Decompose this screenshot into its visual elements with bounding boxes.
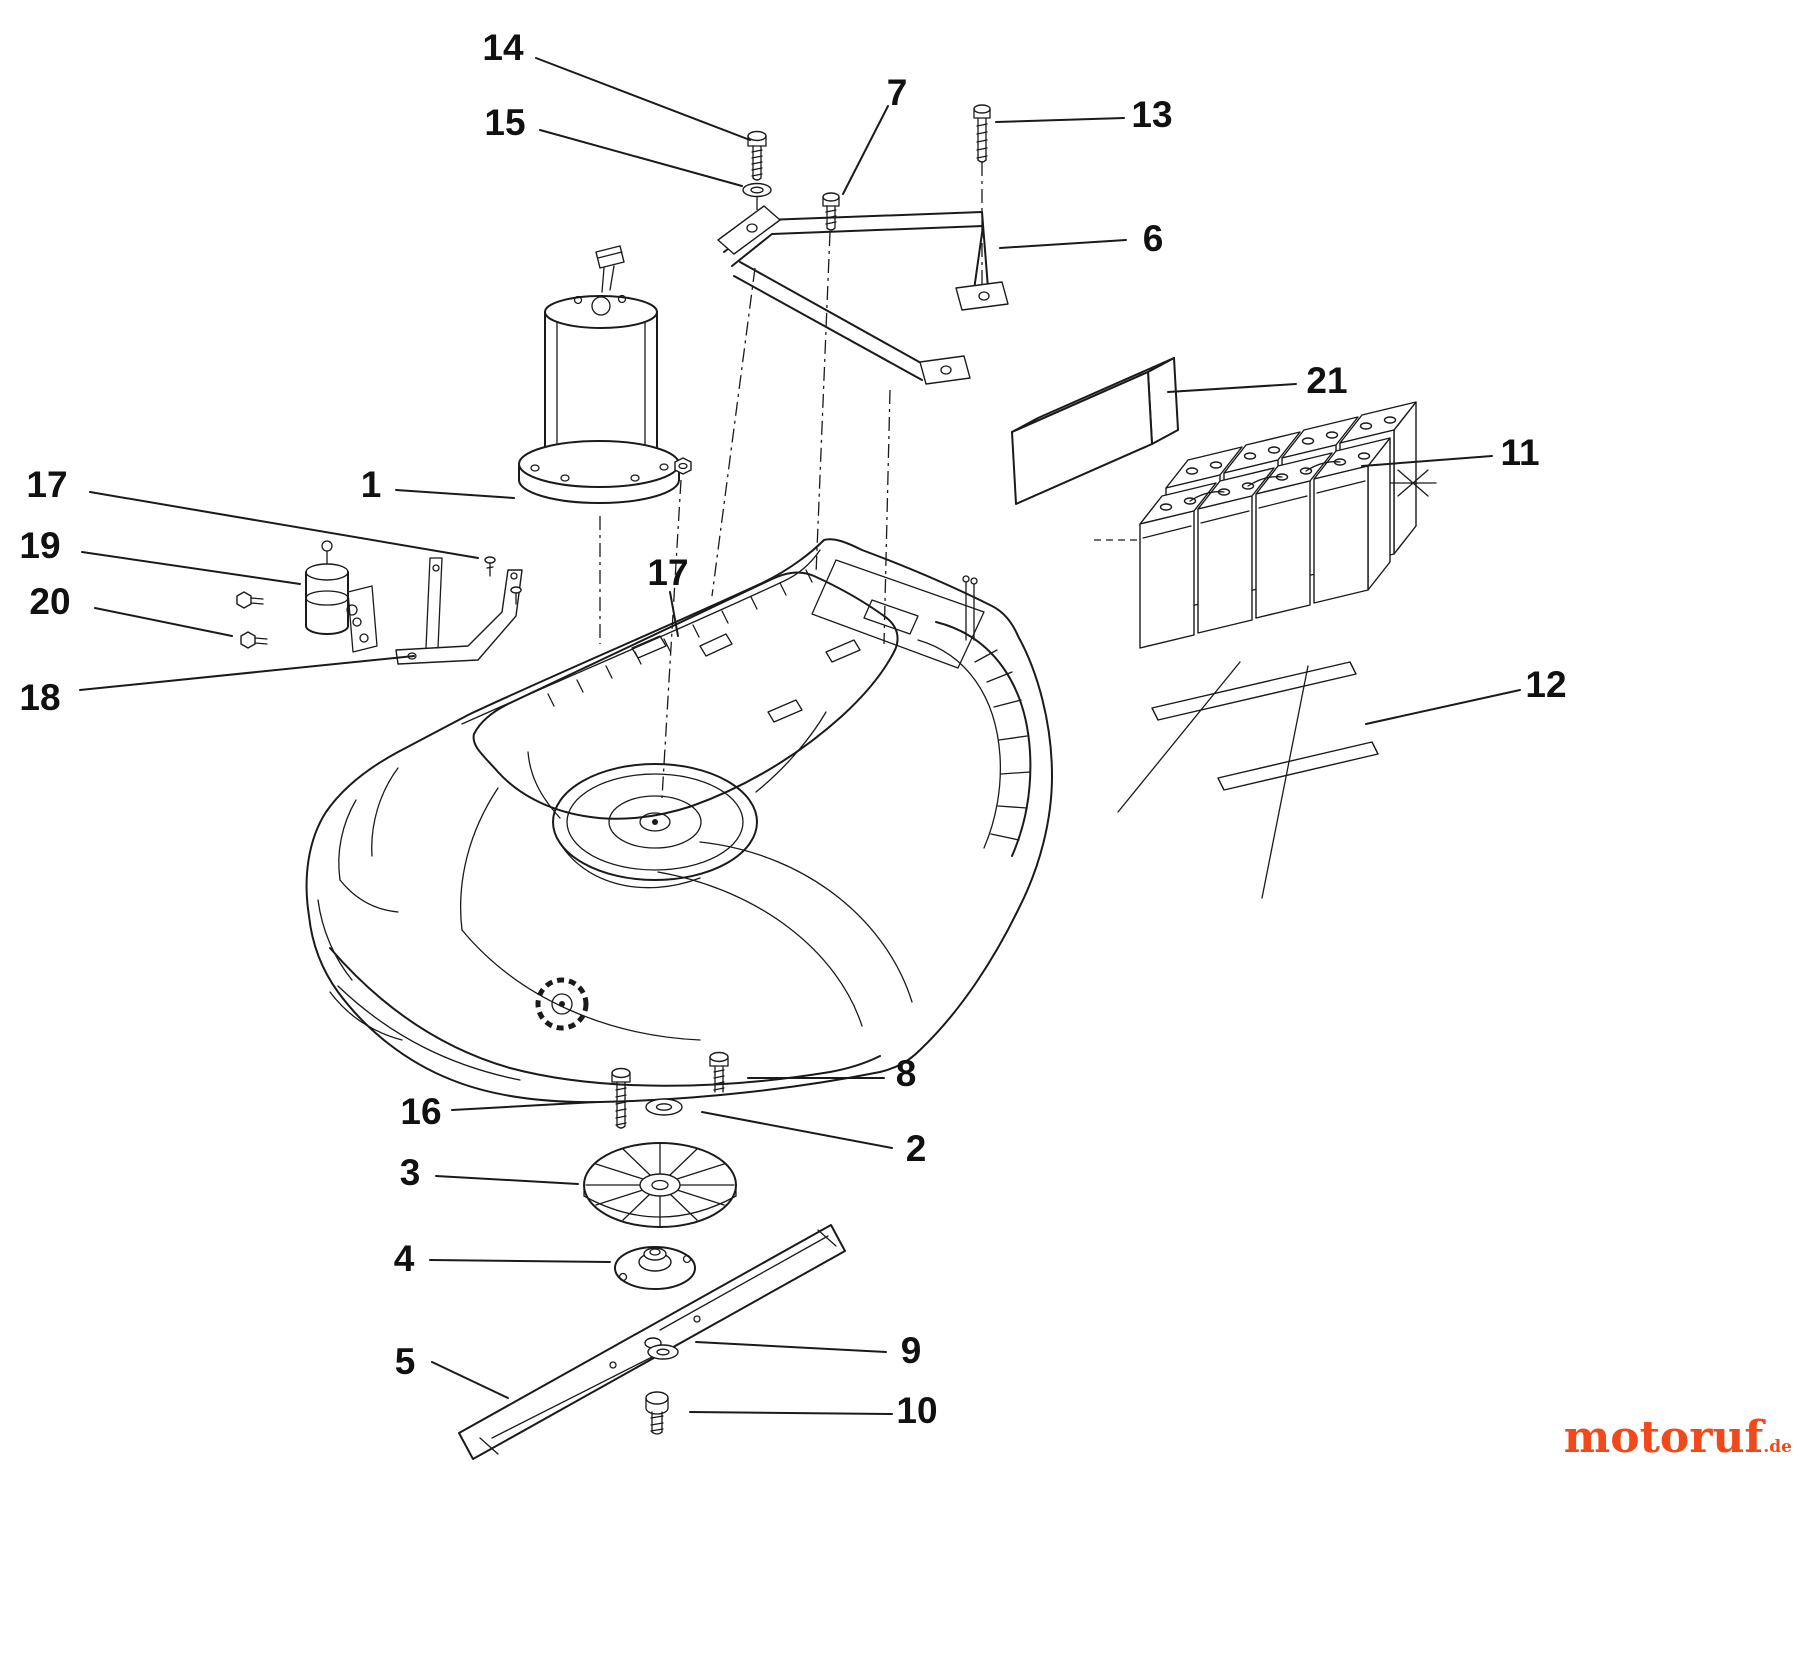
electric-motor [518,245,680,504]
screws-20 [236,591,268,649]
battery [1313,437,1391,604]
bolt-14 [747,130,767,181]
mounting-strips [1151,661,1379,791]
battery [1197,467,1275,634]
washer-9 [647,1344,679,1360]
washer-2 [645,1098,683,1116]
callout-15: 15 [484,102,525,143]
bolt-7 [822,192,840,231]
screws-17 [484,556,522,605]
foam-pad [1011,357,1179,505]
callout-10: 10 [896,1390,937,1431]
motoruf-logo-suffix: .de [1763,1437,1792,1457]
callout-13: 13 [1131,94,1172,135]
callout-8: 8 [896,1053,917,1094]
callout-2: 2 [906,1128,927,1169]
callout-6: 6 [1143,218,1164,259]
callout-12: 12 [1525,664,1566,705]
callout-7: 7 [887,72,908,113]
battery-cross-mark [1389,469,1437,497]
hold-down-bracket [717,205,1009,385]
callout-labels: 14 15 7 13 6 21 11 1 17 19 20 18 17 12 8… [19,27,1566,1431]
motoruf-logo: motoruf.de [1564,1412,1792,1463]
callout-11: 11 [1500,432,1539,473]
callout-21: 21 [1306,360,1347,401]
bracket-18 [395,557,523,665]
callout-5: 5 [395,1341,416,1382]
impeller-fan [583,1142,737,1228]
callout-9: 9 [901,1330,922,1371]
callout-17-a: 17 [26,464,67,505]
battery [1255,452,1333,619]
callout-3: 3 [400,1152,421,1193]
battery-pack [1139,401,1417,649]
callout-4: 4 [394,1238,415,1279]
bolt-13 [973,104,991,163]
callout-18: 18 [19,677,60,718]
bolt-16 [611,1067,631,1129]
washer-15 [742,182,772,198]
callout-17-b: 17 [647,552,688,593]
nut-17 [674,457,692,475]
switch-assembly [305,540,378,653]
leader-lines [79,57,1521,1415]
axis-lines [599,162,983,799]
motor-connector [595,245,625,293]
callout-20: 20 [29,581,70,622]
callout-16: 16 [400,1091,441,1132]
mower-deck [305,538,1053,1104]
blade-adapter [614,1246,696,1290]
bolt-10 [645,1391,669,1435]
callout-14: 14 [482,27,524,68]
callout-19: 19 [19,525,60,566]
motoruf-logo-brand: motoruf [1564,1412,1767,1463]
alignment-lines [1094,539,1309,899]
bolt-8 [709,1051,729,1093]
blade [458,1224,846,1460]
callout-1: 1 [361,464,382,505]
